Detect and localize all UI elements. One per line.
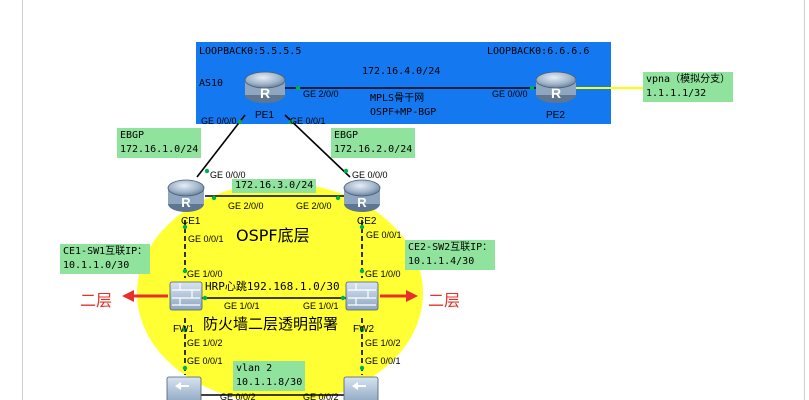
ce2-sw2-ip: 10.1.1.4/30	[408, 256, 475, 267]
frame-left-border	[22, 0, 23, 400]
fw1-firewall-icon[interactable]	[169, 281, 203, 311]
vpna-title: vpna（模拟分支）	[646, 74, 731, 85]
sw1-ge002-port: GE 0/0/2	[220, 392, 256, 400]
vpna-label: vpna（模拟分支） 1.1.1.1/32	[643, 72, 734, 102]
vlan-label: vlan 2 10.1.1.8/30	[233, 361, 306, 391]
ce1-ge001-port: GE 0/0/1	[188, 234, 224, 244]
ce2-router-icon[interactable]: R	[343, 179, 381, 212]
vlan-title: vlan 2	[236, 363, 273, 374]
ebgp-left-subnet: 172.16.1.0/24	[120, 144, 199, 155]
sw2-ge001-port: GE 0/0/1	[365, 356, 401, 366]
pe2-loopback-label: LOOPBACK0:6.6.6.6	[487, 46, 590, 57]
pe2-router-icon[interactable]: R	[535, 71, 577, 103]
ce1-sw1-ip-label: CE1-SW1互联IP： 10.1.1.0/30	[60, 244, 151, 274]
ebgp-right-title: EBGP	[334, 130, 359, 141]
as-number-label: AS10	[199, 78, 224, 89]
svg-text:R: R	[181, 195, 191, 210]
ebgp-right-label: EBGP 172.16.2.0/24	[331, 128, 416, 158]
fw2-ge100-port: GE 1/0/0	[365, 269, 401, 279]
ce1-device-label: CE1	[181, 216, 201, 227]
port-dots	[182, 85, 535, 371]
mpls-backbone-label: MPLS骨干网	[370, 93, 425, 104]
ce2-ge001-port: GE 0/0/1	[366, 230, 402, 240]
fw1-ge100-port: GE 1/0/0	[187, 269, 223, 279]
sw2-ge002-port: GE 0/0/2	[303, 392, 339, 400]
svg-text:R: R	[357, 195, 367, 210]
ce1-ge200-port: GE 2/0/0	[228, 201, 264, 211]
link-pe1-ce1	[196, 114, 246, 178]
sw1-switch-icon[interactable]	[166, 376, 202, 400]
sw1-ge001-port: GE 0/0/1	[187, 356, 223, 366]
pe2-ge000-port: GE 0/0/0	[492, 89, 528, 99]
fw2-ge101-port: GE 1/0/1	[303, 301, 339, 311]
ebgp-right-subnet: 172.16.2.0/24	[334, 144, 413, 155]
ospf-mpbgp-label: OSPF+MP-BGP	[370, 107, 437, 118]
pe1-loopback-label: LOOPBACK0:5.5.5.5	[199, 46, 302, 57]
frame-right-border	[804, 0, 805, 400]
layer2-left-label: 二层	[80, 291, 113, 310]
ce1-sw1-ip: 10.1.1.0/30	[63, 260, 130, 271]
ce2-sw2-title: CE2-SW2互联IP：	[408, 242, 493, 253]
pe1-ge000-port: GE 0/0/0	[201, 116, 237, 126]
fw1-ge101-port: GE 1/0/1	[224, 301, 260, 311]
ospf-bottom-label: OSPF底层	[236, 226, 310, 245]
pe-link-subnet-label: 172.16.4.0/24	[362, 66, 441, 77]
ebgp-left-label: EBGP 172.16.1.0/24	[117, 128, 202, 158]
fw2-firewall-icon[interactable]	[345, 281, 379, 311]
ce2-ge200-port: GE 2/0/0	[296, 201, 332, 211]
vlan-subnet: 10.1.1.8/30	[236, 377, 303, 388]
right-layer2-arrow-icon	[380, 290, 418, 302]
sw2-switch-icon[interactable]	[343, 376, 379, 400]
pe1-ge200-port: GE 2/0/0	[303, 89, 339, 99]
ce2-device-label: CE2	[357, 216, 377, 227]
fw2-ge102-port: GE 1/0/2	[365, 338, 401, 348]
firewall-layer2-label: 防火墙二层透明部署	[203, 315, 339, 333]
link-pe1-ce2	[284, 114, 351, 178]
ospf-area-ellipse	[137, 183, 423, 400]
pe2-device-label: PE2	[546, 110, 565, 121]
svg-text:R: R	[551, 85, 561, 101]
ce2-ge000-port: GE 0/0/0	[352, 170, 388, 180]
ce1-ge000-port: GE 0/0/0	[210, 170, 246, 180]
svg-text:R: R	[260, 85, 270, 101]
ebgp-left-title: EBGP	[120, 130, 145, 141]
ce1-router-icon[interactable]: R	[167, 179, 205, 212]
pe1-router-icon[interactable]: R	[244, 71, 286, 103]
fw1-ge102-port: GE 1/0/2	[187, 338, 223, 348]
ce1-sw1-title: CE1-SW1互联IP：	[63, 246, 148, 257]
ce2-sw2-ip-label: CE2-SW2互联IP： 10.1.1.4/30	[405, 240, 496, 270]
ce-link-subnet-label: 172.16.3.0/24	[232, 179, 317, 193]
layer2-right-label: 二层	[428, 291, 461, 310]
fw1-device-label: FW1	[173, 324, 195, 335]
pe1-ge001-port: GE 0/0/1	[290, 116, 326, 126]
vpna-ip: 1.1.1.1/32	[646, 88, 707, 99]
pe1-device-label: PE1	[255, 110, 274, 121]
fw2-device-label: FW2	[353, 324, 375, 335]
left-layer2-arrow-icon	[122, 290, 168, 302]
hrp-heartbeat-label: HRP心跳192.168.1.0/30	[205, 280, 340, 293]
